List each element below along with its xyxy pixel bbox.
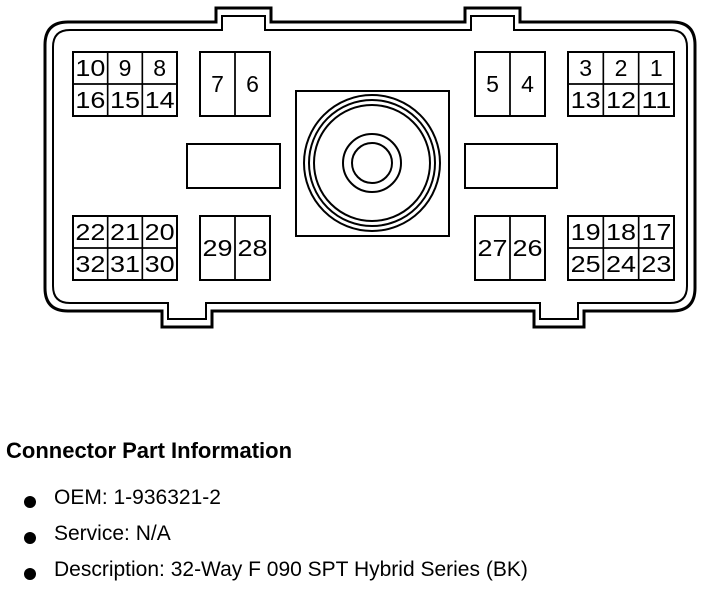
- pin-number: 25: [571, 251, 601, 277]
- center-receptacle-hub: [342, 133, 402, 193]
- pin-number: 11: [641, 87, 671, 113]
- pin-number: 10: [75, 55, 105, 81]
- bullet-icon: [24, 532, 36, 544]
- pin-number: 17: [641, 219, 671, 245]
- pin-number: 12: [606, 87, 636, 113]
- pin-number: 29: [203, 235, 233, 261]
- pin-number: 16: [75, 87, 105, 113]
- pin-number: 18: [606, 219, 636, 245]
- pin-number: 7: [211, 71, 224, 97]
- pin-number: 27: [478, 235, 508, 261]
- bullet-icon: [24, 568, 36, 580]
- pin-number: 9: [119, 55, 132, 81]
- info-service-text: Service: N/A: [54, 522, 171, 545]
- pin-number: 19: [571, 219, 601, 245]
- center-receptacle-ring-3: [313, 104, 431, 222]
- pin-number: 5: [486, 71, 499, 97]
- info-oem-text: OEM: 1-936321-2: [54, 486, 221, 509]
- info-description-text: Description: 32-Way F 090 SPT Hybrid Ser…: [54, 558, 528, 581]
- pin-number: 15: [110, 87, 140, 113]
- pin-number: 13: [571, 87, 601, 113]
- pin-cell: [637, 247, 675, 281]
- pin-number: 20: [145, 219, 175, 245]
- pin-number: 6: [246, 71, 259, 97]
- bullet-icon: [24, 496, 36, 508]
- center-receptacle-frame: [295, 90, 450, 237]
- pin-cell: [141, 83, 178, 117]
- pin-number: 8: [153, 55, 166, 81]
- pin-number: 1: [650, 55, 663, 81]
- left-slot: [186, 143, 281, 189]
- pin-cell: [509, 215, 546, 281]
- pin-number: 28: [238, 235, 268, 261]
- connector-housing: [43, 6, 697, 329]
- right-slot: [464, 143, 558, 189]
- center-receptacle-ring-2: [308, 99, 436, 227]
- pin-cell: [637, 83, 675, 117]
- pin-number: 30: [145, 251, 175, 277]
- pin-number: 24: [606, 251, 636, 277]
- pin-cell: [509, 51, 546, 117]
- pin-cell: [234, 51, 271, 117]
- pin-cell: [141, 247, 178, 281]
- pin-number: 2: [615, 55, 628, 81]
- connector-inner-outline: [52, 15, 688, 320]
- pin-number: 23: [641, 251, 671, 277]
- pin-number: 3: [579, 55, 592, 81]
- pin-number: 14: [145, 87, 175, 113]
- pin-number: 21: [110, 219, 140, 245]
- pin-number: 22: [75, 219, 105, 245]
- pin-number: 32: [75, 251, 105, 277]
- center-receptacle-ring: [303, 94, 441, 232]
- pin-number: 26: [513, 235, 543, 261]
- pin-number: 31: [110, 251, 140, 277]
- info-title: Connector Part Information: [6, 438, 293, 463]
- center-receptacle-hub-inner: [351, 142, 393, 184]
- pin-cell: [234, 215, 271, 281]
- pin-number: 4: [521, 71, 534, 97]
